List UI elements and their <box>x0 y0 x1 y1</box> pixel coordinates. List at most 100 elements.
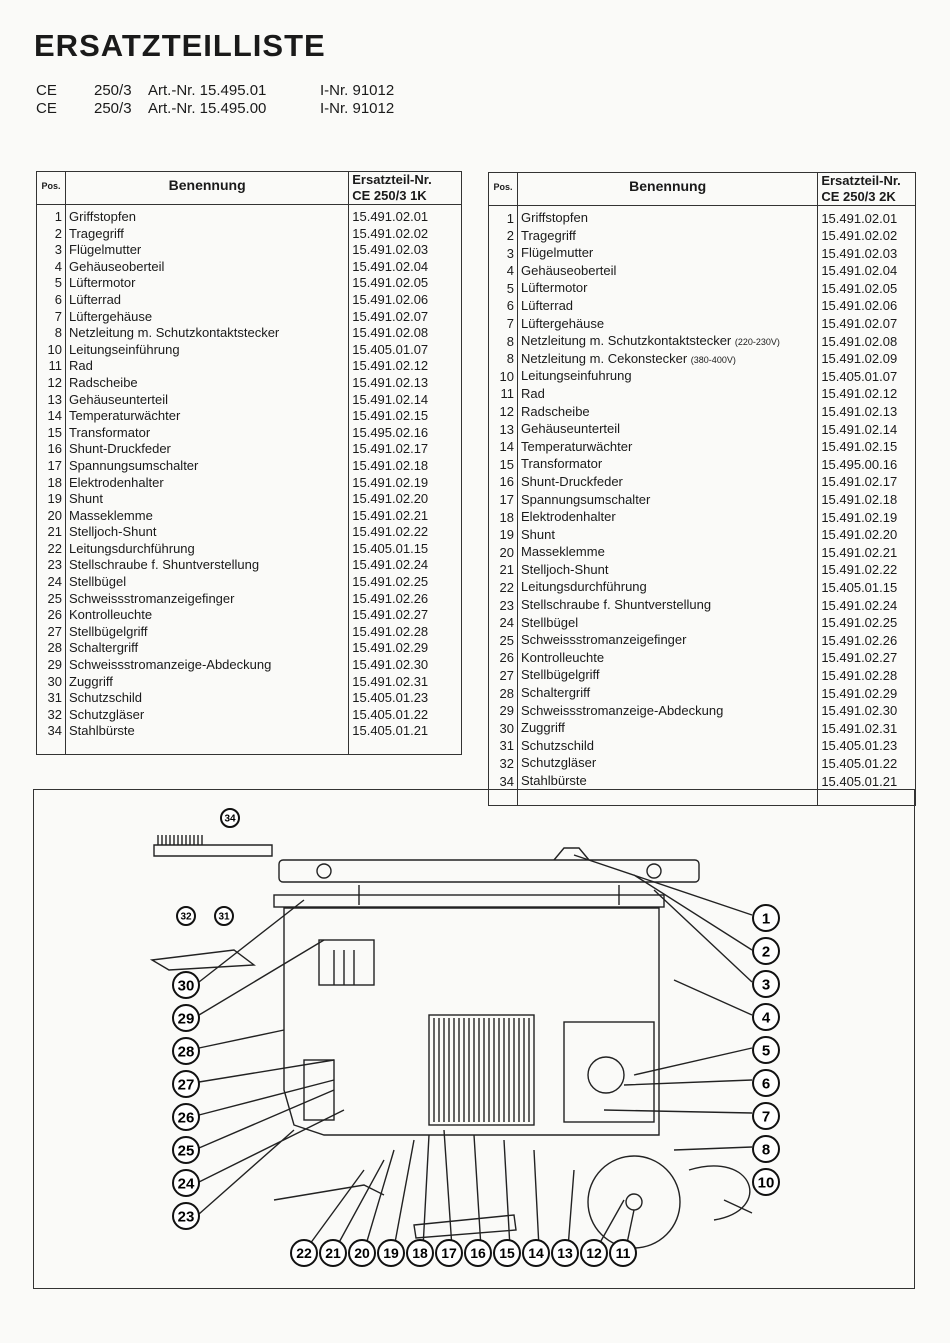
model-art: Art.-Nr. 15.495.00 <box>148 100 267 117</box>
row-name-text: Stellbügelgriff <box>69 623 148 639</box>
row-part-number: 15.405.01.23 <box>821 738 898 754</box>
row-name-text: Stellschraube f. Shuntverstellung <box>521 597 712 613</box>
row-pos: 20 <box>36 507 66 525</box>
callout-label: 11 <box>616 1245 631 1261</box>
row-part-number: 15.405.01.07 <box>821 368 898 384</box>
row-name-text: Lüfterrad <box>69 291 122 307</box>
callout-label: 28 <box>178 1043 195 1060</box>
row-name-text: Griffstopfen <box>69 209 136 224</box>
row-name: Rad <box>517 385 819 404</box>
row-part-number: 15.491.02.17 <box>821 474 898 490</box>
callout-label: 23 <box>178 1208 195 1225</box>
row-pos: 15 <box>36 424 66 442</box>
row-part-number: 15.491.02.28 <box>352 623 429 639</box>
row-pos: 29 <box>488 702 518 721</box>
row-name-text: Radscheibe <box>69 374 138 390</box>
callout-circle <box>752 937 780 965</box>
row-pos: 25 <box>36 590 66 608</box>
row-name: Stellbügel <box>65 574 350 591</box>
header-model: CE 250/3 2K <box>821 189 896 204</box>
row-name-text: Lüftermotor <box>521 280 588 296</box>
row-name-text: Leitungsdurchführung <box>69 540 195 556</box>
row-pos: 26 <box>36 607 66 624</box>
row-name: Schweissstromanzeigefinger <box>65 590 350 608</box>
row-pos: 2 <box>488 227 518 246</box>
row-name-text: Radscheibe <box>521 403 590 419</box>
row-pos: 32 <box>488 755 518 773</box>
row-part-number: 15.495.00.16 <box>821 456 898 472</box>
row-name-text: Schutzgläser <box>521 755 597 771</box>
row-pos: 29 <box>36 657 66 674</box>
row-name: Flügelmutter <box>517 245 819 263</box>
row-pos: 8 <box>36 325 66 342</box>
row-name-text: Flügelmutter <box>69 242 142 258</box>
row-name-text: Schweissstromanzeige-Abdeckung <box>521 702 724 718</box>
row-pos: 20 <box>488 544 518 562</box>
row-name: Netzleitung m. Schutzkontaktstecker (220… <box>517 333 819 351</box>
row-pos: 18 <box>488 509 518 527</box>
row-name-text: Stelljoch-Shunt <box>521 561 609 577</box>
header-model: CE 250/3 1K <box>352 188 427 203</box>
row-name-text: Netzleitung m. Schutzkontaktstecker <box>521 333 735 349</box>
row-part-number: 15.491.02.09 <box>821 351 898 367</box>
row-part-number: 15.491.02.18 <box>352 457 429 473</box>
row-name: Transformator <box>65 424 350 442</box>
row-name: Shunt <box>517 526 819 545</box>
callout-circle <box>348 1239 376 1267</box>
row-part-number: 15.491.02.29 <box>821 685 898 701</box>
row-name-text: Schaltergriff <box>69 640 139 656</box>
row-pos: 11 <box>36 358 66 375</box>
row-pos: 8 <box>488 333 518 351</box>
row-part-number: 15.491.02.03 <box>821 245 898 261</box>
row-part-number: 15.491.02.01 <box>352 209 429 224</box>
row-pos: 1 <box>488 210 518 228</box>
row-part-number: 15.491.02.17 <box>352 441 429 457</box>
row-pos: 22 <box>36 540 66 558</box>
row-name: Tragegriff <box>517 227 819 246</box>
row-name-text: Transformator <box>521 456 603 472</box>
row-name: Stellbügelgriff <box>517 667 819 686</box>
callout-circle <box>522 1239 550 1267</box>
model-inr: I-Nr. 91012 <box>320 100 395 117</box>
header-name: Benennung <box>65 171 350 205</box>
row-pos: 1 <box>36 209 66 226</box>
row-pos: 24 <box>36 574 66 591</box>
row-pos: 31 <box>488 737 518 756</box>
row-part-number: 15.491.02.08 <box>821 333 898 349</box>
row-name-text: Shunt <box>521 526 555 542</box>
row-name: Tragegriff <box>65 225 350 243</box>
row-name-text: Lüftermotor <box>69 275 136 291</box>
row-part-number: 15.491.02.04 <box>352 258 429 274</box>
row-name: Elektrodenhalter <box>517 509 819 527</box>
page-title: ERSATZTEILLISTE <box>34 28 326 63</box>
row-pos: 6 <box>488 297 518 316</box>
row-name-text: Schutzgläser <box>69 706 145 722</box>
row-part-number: 15.491.02.05 <box>821 280 898 296</box>
row-name: Netzleitung m. Schutzkontaktstecker <box>65 325 350 342</box>
row-pos: 10 <box>36 341 66 359</box>
callout-circle <box>580 1239 608 1267</box>
row-pos: 5 <box>488 280 518 298</box>
row-name: Flügelmutter <box>65 242 350 259</box>
row-name: Netzleitung m. Cekonstecker (380-400V) <box>517 350 819 369</box>
row-name: Gehäuseunterteil <box>517 421 819 439</box>
row-pos: 18 <box>36 474 66 492</box>
